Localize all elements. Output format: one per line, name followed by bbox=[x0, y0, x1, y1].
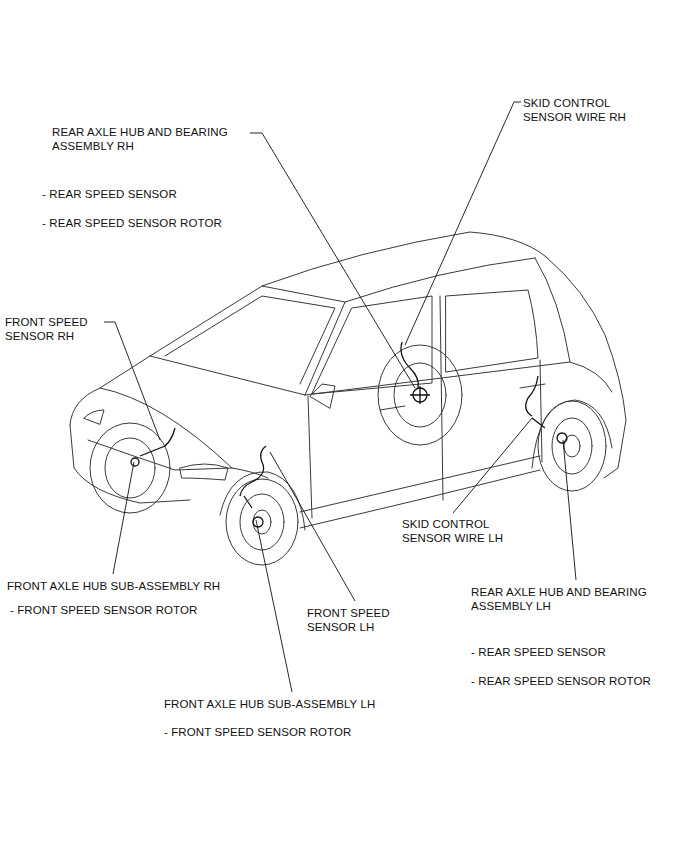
line-art bbox=[378, 345, 462, 445]
part-label: FRONT SPEED SENSOR RH bbox=[5, 315, 103, 343]
line-art bbox=[453, 418, 532, 513]
line-art bbox=[105, 438, 155, 498]
part-label: - FRONT SPEED SENSOR ROTOR bbox=[164, 725, 404, 739]
line-art bbox=[70, 425, 190, 503]
line-art bbox=[308, 396, 312, 518]
line-art bbox=[270, 452, 355, 601]
line-art bbox=[526, 376, 538, 416]
part-label: REAR AXLE HUB AND BEARING ASSEMBLY RH bbox=[52, 125, 248, 153]
line-art bbox=[100, 388, 232, 468]
line-art bbox=[563, 440, 576, 580]
line-art bbox=[446, 290, 538, 372]
line-art bbox=[220, 472, 305, 530]
line-art bbox=[240, 446, 266, 496]
line-art bbox=[131, 458, 139, 466]
part-label: - REAR SPEED SENSOR ROTOR bbox=[471, 674, 681, 688]
car-body bbox=[70, 232, 626, 565]
line-art bbox=[310, 384, 335, 408]
line-art bbox=[113, 462, 134, 574]
line-art bbox=[520, 384, 545, 388]
line-art bbox=[180, 464, 228, 480]
line-art bbox=[262, 232, 545, 286]
line-art bbox=[532, 418, 545, 428]
part-label: - REAR SPEED SENSOR bbox=[42, 187, 242, 201]
line-art bbox=[253, 517, 263, 527]
part-label: SKID CONTROL SENSOR WIRE RH bbox=[523, 96, 643, 124]
line-art bbox=[250, 133, 415, 388]
part-label: REAR AXLE HUB AND BEARING ASSEMBLY LH bbox=[471, 585, 667, 613]
part-label: SKID CONTROL SENSOR WIRE LH bbox=[402, 517, 522, 545]
part-label: FRONT AXLE HUB SUB-ASSEMBLY RH bbox=[7, 579, 267, 593]
line-art bbox=[380, 406, 405, 410]
line-art bbox=[150, 286, 345, 395]
line-art bbox=[256, 520, 292, 692]
line-art bbox=[540, 360, 542, 462]
line-art bbox=[165, 296, 335, 384]
line-art bbox=[240, 494, 284, 550]
line-art bbox=[300, 456, 540, 512]
line-art bbox=[88, 440, 232, 470]
line-art bbox=[401, 342, 418, 388]
part-label: FRONT SPEED SENSOR LH bbox=[307, 606, 407, 634]
line-art bbox=[440, 296, 443, 500]
part-label: FRONT AXLE HUB SUB-ASSEMBLY LH bbox=[164, 697, 424, 711]
line-art bbox=[532, 400, 612, 468]
part-label: - REAR SPEED SENSOR bbox=[471, 645, 671, 659]
line-art bbox=[552, 418, 592, 474]
line-art bbox=[345, 258, 535, 302]
sensor-parts bbox=[131, 342, 567, 527]
line-art bbox=[394, 363, 446, 427]
line-art bbox=[84, 410, 104, 424]
part-label: - FRONT SPEED SENSOR ROTOR bbox=[10, 603, 250, 617]
line-art bbox=[545, 256, 626, 478]
part-label: - REAR SPEED SENSOR ROTOR bbox=[42, 216, 262, 230]
line-art bbox=[410, 386, 430, 404]
line-art bbox=[104, 322, 160, 440]
line-art bbox=[226, 479, 298, 565]
line-art bbox=[405, 102, 521, 345]
line-art bbox=[90, 423, 170, 513]
line-art bbox=[557, 433, 567, 443]
line-art bbox=[535, 258, 570, 362]
line-art bbox=[312, 296, 432, 394]
line-art bbox=[150, 356, 305, 395]
line-art bbox=[253, 510, 271, 534]
line-art bbox=[538, 401, 606, 491]
line-art bbox=[244, 496, 252, 508]
